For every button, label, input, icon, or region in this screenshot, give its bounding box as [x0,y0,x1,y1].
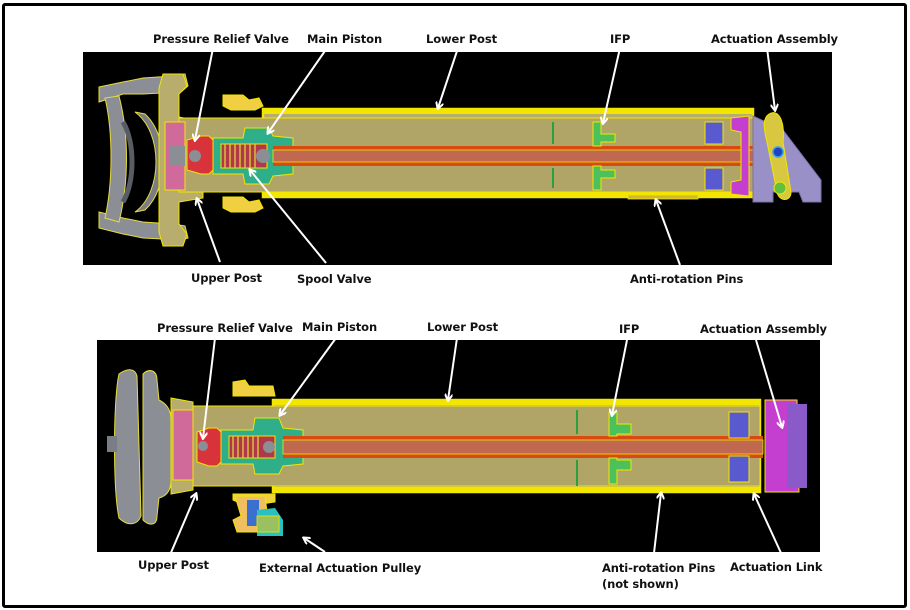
seal-block-bottom [728,455,750,483]
label-main-piston-top: Main Piston [307,32,383,46]
label-ifp-top: IFP [610,32,631,46]
label-spool-valve-top: Spool Valve [297,272,372,286]
collar-top [232,379,276,397]
ifp-top [592,121,616,147]
actuator-cap [787,404,807,488]
actuator-housing [730,115,750,197]
bottom-cross-section-drawing [107,369,807,536]
ifp-bottom [592,165,616,191]
label-upper-post-top: Upper Post [191,271,262,285]
seal-head [172,409,194,481]
label-anti-rotation-pins-bottom: Anti-rotation Pins [602,561,716,575]
seal-block-top [704,121,724,145]
seal-block-top [728,411,750,439]
saddle-clamp [107,369,172,525]
label-main-piston-bottom: Main Piston [302,320,378,334]
seal-block-bottom [704,167,724,191]
label-actuation-link: Actuation Link [730,560,823,574]
actuation-rod [272,149,774,163]
label-external-actuation-pulley: External Actuation Pulley [259,561,422,575]
actuation-rod [282,439,764,455]
label-anti-rotation-pins-top: Anti-rotation Pins [630,272,744,286]
pulley-shaft [247,500,259,526]
label-ifp-bottom: IFP [619,322,640,336]
label-pressure-relief-valve-bottom: Pressure Relief Valve [157,321,293,335]
anti-rotation-pin [627,194,699,200]
label-actuation-assembly-bottom: Actuation Assembly [700,322,827,336]
label-actuation-assembly-top: Actuation Assembly [711,32,838,46]
label-pressure-relief-valve-top: Pressure Relief Valve [153,32,289,46]
top-cross-section-drawing [98,73,822,247]
collar-top [222,94,264,111]
label-lower-post-top: Lower Post [426,32,497,46]
cable-barrel [773,181,787,195]
label-lower-post-bottom: Lower Post [427,320,498,334]
label-upper-post-bottom: Upper Post [138,558,209,572]
ifp-bottom [608,457,632,485]
top-cross-section-panel [83,52,832,265]
bottom-cross-section-panel [97,340,820,552]
collar-bottom [222,196,264,213]
label-not-shown-note: (not shown) [602,577,679,591]
